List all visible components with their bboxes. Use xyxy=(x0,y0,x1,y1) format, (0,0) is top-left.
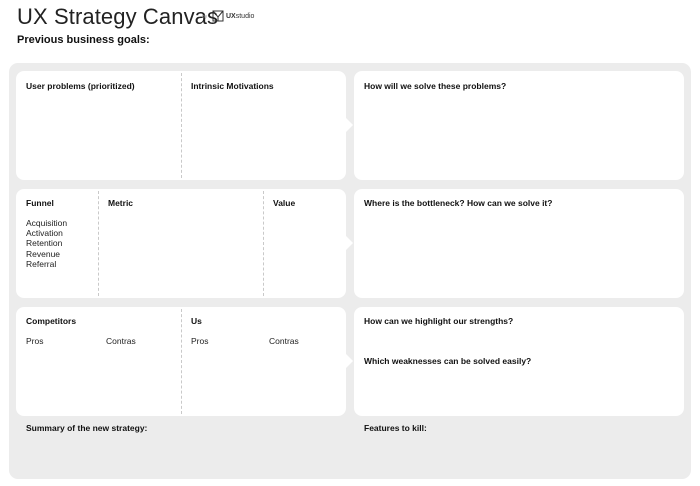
competitors-contras-label: Contras xyxy=(106,336,136,346)
canvas-board: User problems (prioritized) Intrinsic Mo… xyxy=(9,63,691,479)
summary-strategy-label: Summary of the new strategy: xyxy=(26,423,148,433)
column-divider xyxy=(181,309,182,414)
previous-business-goals-label: Previous business goals: xyxy=(17,34,150,46)
column-divider xyxy=(98,191,99,296)
value-label: Value xyxy=(273,198,296,208)
competitors-pros-label: Pros xyxy=(26,336,44,346)
metric-label: Metric xyxy=(108,198,134,208)
bottleneck-label: Where is the bottleneck? How can we solv… xyxy=(364,198,553,208)
strengths-label: How can we highlight our strengths? xyxy=(364,316,514,326)
funnel-step: Referral xyxy=(26,258,57,269)
connector-arrow xyxy=(346,354,353,368)
funnel-card: Funnel Acquisition Activation Retention … xyxy=(16,189,346,298)
solve-problems-card: How will we solve these problems? xyxy=(354,71,684,180)
intrinsic-motivations-label: Intrinsic Motivations xyxy=(191,81,274,91)
solve-problems-label: How will we solve these problems? xyxy=(364,81,507,91)
brand-name: UXstudio xyxy=(226,12,255,20)
us-pros-label: Pros xyxy=(191,336,209,346)
funnel-step: Activation xyxy=(26,228,63,239)
features-to-kill-label: Features to kill: xyxy=(364,423,427,433)
byline: by xyxy=(202,14,208,20)
competitors-card: Competitors Pros Contras Us Pros Contras xyxy=(16,307,346,416)
funnel-step: Acquisition xyxy=(26,218,68,228)
user-problems-card: User problems (prioritized) Intrinsic Mo… xyxy=(16,71,346,180)
funnel-steps-list: Acquisition Activation Retention Revenue… xyxy=(26,218,67,269)
competitors-label: Competitors xyxy=(26,316,77,326)
brand: UXstudio xyxy=(212,10,254,22)
funnel-step: Revenue xyxy=(26,248,61,259)
column-divider xyxy=(263,191,264,296)
bottleneck-card: Where is the bottleneck? How can we solv… xyxy=(354,189,684,298)
connector-arrow xyxy=(346,236,353,250)
us-contras-label: Contras xyxy=(269,336,299,346)
funnel-label: Funnel xyxy=(26,198,54,208)
strengths-card: How can we highlight our strengths? Whic… xyxy=(354,307,684,416)
us-label: Us xyxy=(191,316,202,326)
uxstudio-logo-icon xyxy=(212,10,224,22)
connector-arrow xyxy=(346,118,353,132)
weaknesses-label: Which weaknesses can be solved easily? xyxy=(364,356,532,366)
funnel-step: Retention xyxy=(26,238,63,249)
user-problems-label: User problems (prioritized) xyxy=(26,81,135,91)
column-divider xyxy=(181,73,182,178)
canvas-title: UX Strategy Canvas xyxy=(17,4,219,29)
